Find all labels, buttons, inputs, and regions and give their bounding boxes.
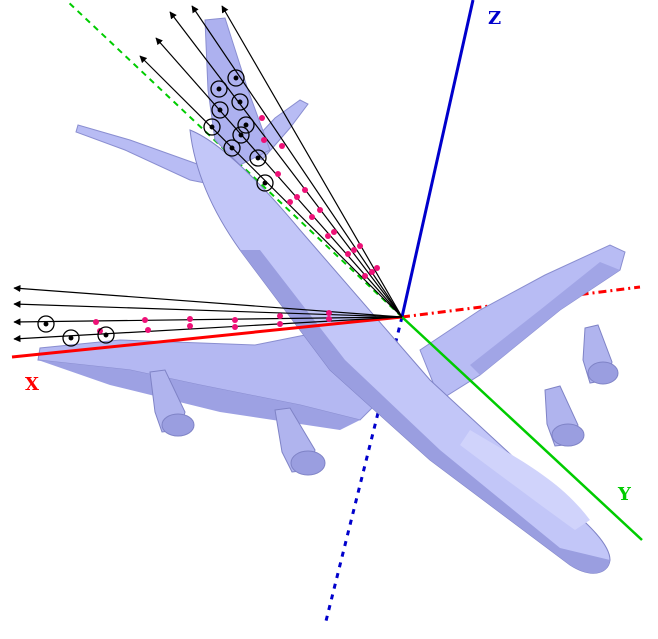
y-axis	[401, 316, 643, 541]
intersection-dot	[277, 313, 283, 319]
z-axis	[400, 0, 475, 318]
y-axis-label: Y	[617, 484, 632, 505]
tail-circle-markers	[203, 69, 274, 192]
intersection-dot	[374, 265, 380, 271]
ray	[221, 5, 403, 318]
tail-intersection-dots	[259, 115, 380, 279]
ray	[191, 5, 403, 318]
circle-marker	[37, 315, 55, 333]
intersection-dot	[277, 321, 283, 327]
x-axis-label: X	[25, 374, 39, 395]
intersection-dot	[142, 317, 148, 323]
circle-marker	[237, 116, 255, 134]
intersection-dot	[287, 199, 293, 205]
intersection-dot	[351, 247, 357, 253]
intersection-dot	[294, 194, 300, 200]
intersection-dot	[187, 323, 193, 329]
ray	[13, 300, 403, 318]
ray	[169, 11, 403, 318]
circle-marker	[256, 174, 274, 192]
circle-marker	[97, 326, 115, 344]
intersection-dot	[145, 327, 151, 333]
intersection-dot	[362, 273, 368, 279]
z-axis-negative	[323, 316, 404, 626]
intersection-dot	[326, 310, 332, 316]
right-engines	[544, 324, 619, 447]
wing-circle-markers	[37, 315, 115, 347]
intersection-dot	[331, 229, 337, 235]
wing-intersection-dots	[93, 310, 332, 334]
ray	[155, 37, 403, 318]
ray	[13, 284, 403, 318]
left-engines	[149, 369, 326, 476]
intersection-dot	[261, 137, 267, 143]
circle-marker	[211, 101, 229, 119]
circle-marker	[62, 329, 80, 347]
intersection-dot	[325, 233, 331, 239]
intersection-dot	[279, 143, 285, 149]
intersection-dot	[93, 319, 99, 325]
intersection-dot	[259, 115, 265, 121]
circle-marker	[203, 118, 221, 136]
intersection-dot	[187, 316, 193, 322]
intersection-dot	[369, 269, 375, 275]
aircraft-model	[37, 17, 626, 574]
tail-ray-fan	[139, 5, 403, 318]
z-axis-label: Z	[488, 8, 501, 29]
intersection-dot	[345, 251, 351, 257]
intersection-dot	[326, 316, 332, 322]
circle-marker	[231, 93, 249, 111]
intersection-dot	[232, 317, 238, 323]
circle-marker	[227, 69, 245, 87]
intersection-dot	[309, 214, 315, 220]
x-axis	[11, 315, 403, 359]
cockpit-hump	[460, 430, 590, 530]
intersection-dot	[357, 243, 363, 249]
intersection-dot	[232, 324, 238, 330]
intersection-dot	[317, 207, 323, 213]
circle-marker	[223, 139, 241, 157]
circle-marker	[232, 126, 250, 144]
circle-marker	[210, 80, 228, 98]
ray	[139, 55, 403, 318]
circle-marker	[249, 149, 267, 167]
x-axis-negative	[401, 285, 641, 319]
intersection-dot	[302, 187, 308, 193]
intersection-dot	[275, 171, 281, 177]
ray	[13, 316, 403, 326]
